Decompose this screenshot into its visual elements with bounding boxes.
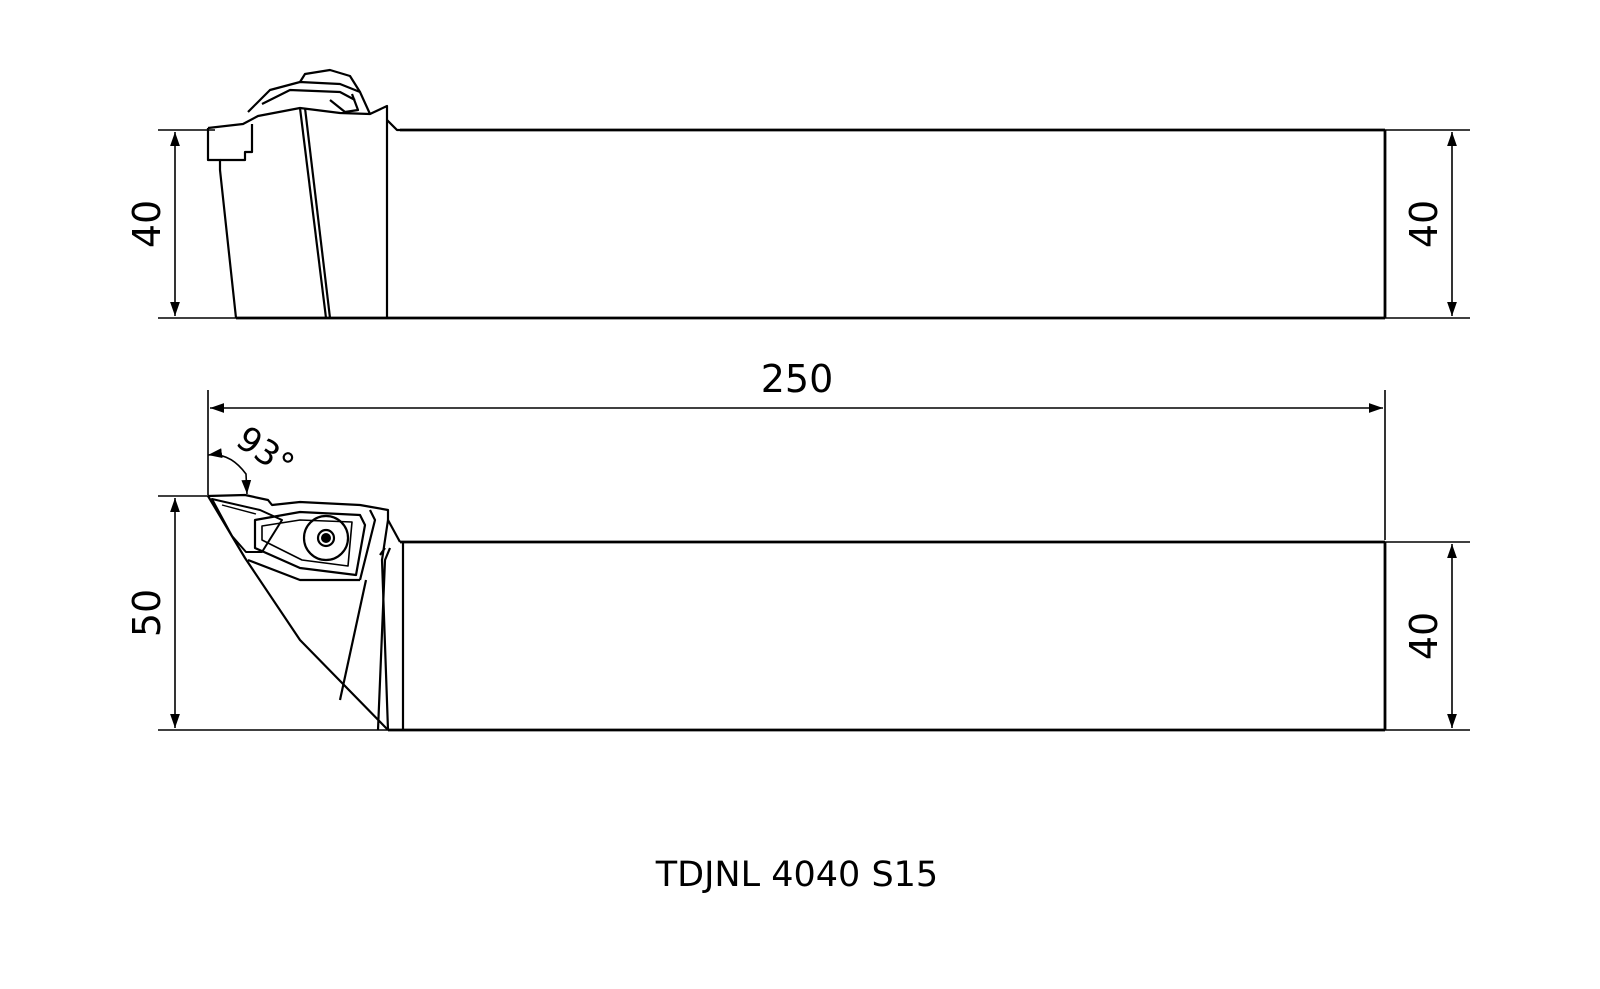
top-view-head — [206, 68, 400, 319]
side-left-height-label: 50 — [125, 589, 169, 637]
top-right-height-dimension: 40 — [1385, 129, 1470, 319]
approach-angle-dimension: 93° — [207, 419, 301, 495]
side-view — [207, 493, 1387, 732]
side-view-shank — [387, 519, 1387, 732]
side-view-head — [207, 493, 392, 731]
top-view — [206, 68, 1387, 320]
top-left-height-dimension: 40 — [125, 129, 236, 319]
overall-length-label: 250 — [761, 357, 834, 401]
side-left-height-dimension: 50 — [125, 495, 388, 731]
top-right-height-label: 40 — [1402, 200, 1446, 248]
overall-length-dimension: 250 — [207, 357, 1386, 540]
approach-angle-label: 93° — [229, 419, 301, 486]
top-view-shank — [236, 128, 1387, 320]
side-right-height-dimension: 40 — [1385, 541, 1470, 731]
side-right-height-label: 40 — [1402, 612, 1446, 660]
top-left-height-label: 40 — [125, 200, 169, 248]
model-caption: TDJNL 4040 S15 — [655, 855, 938, 895]
